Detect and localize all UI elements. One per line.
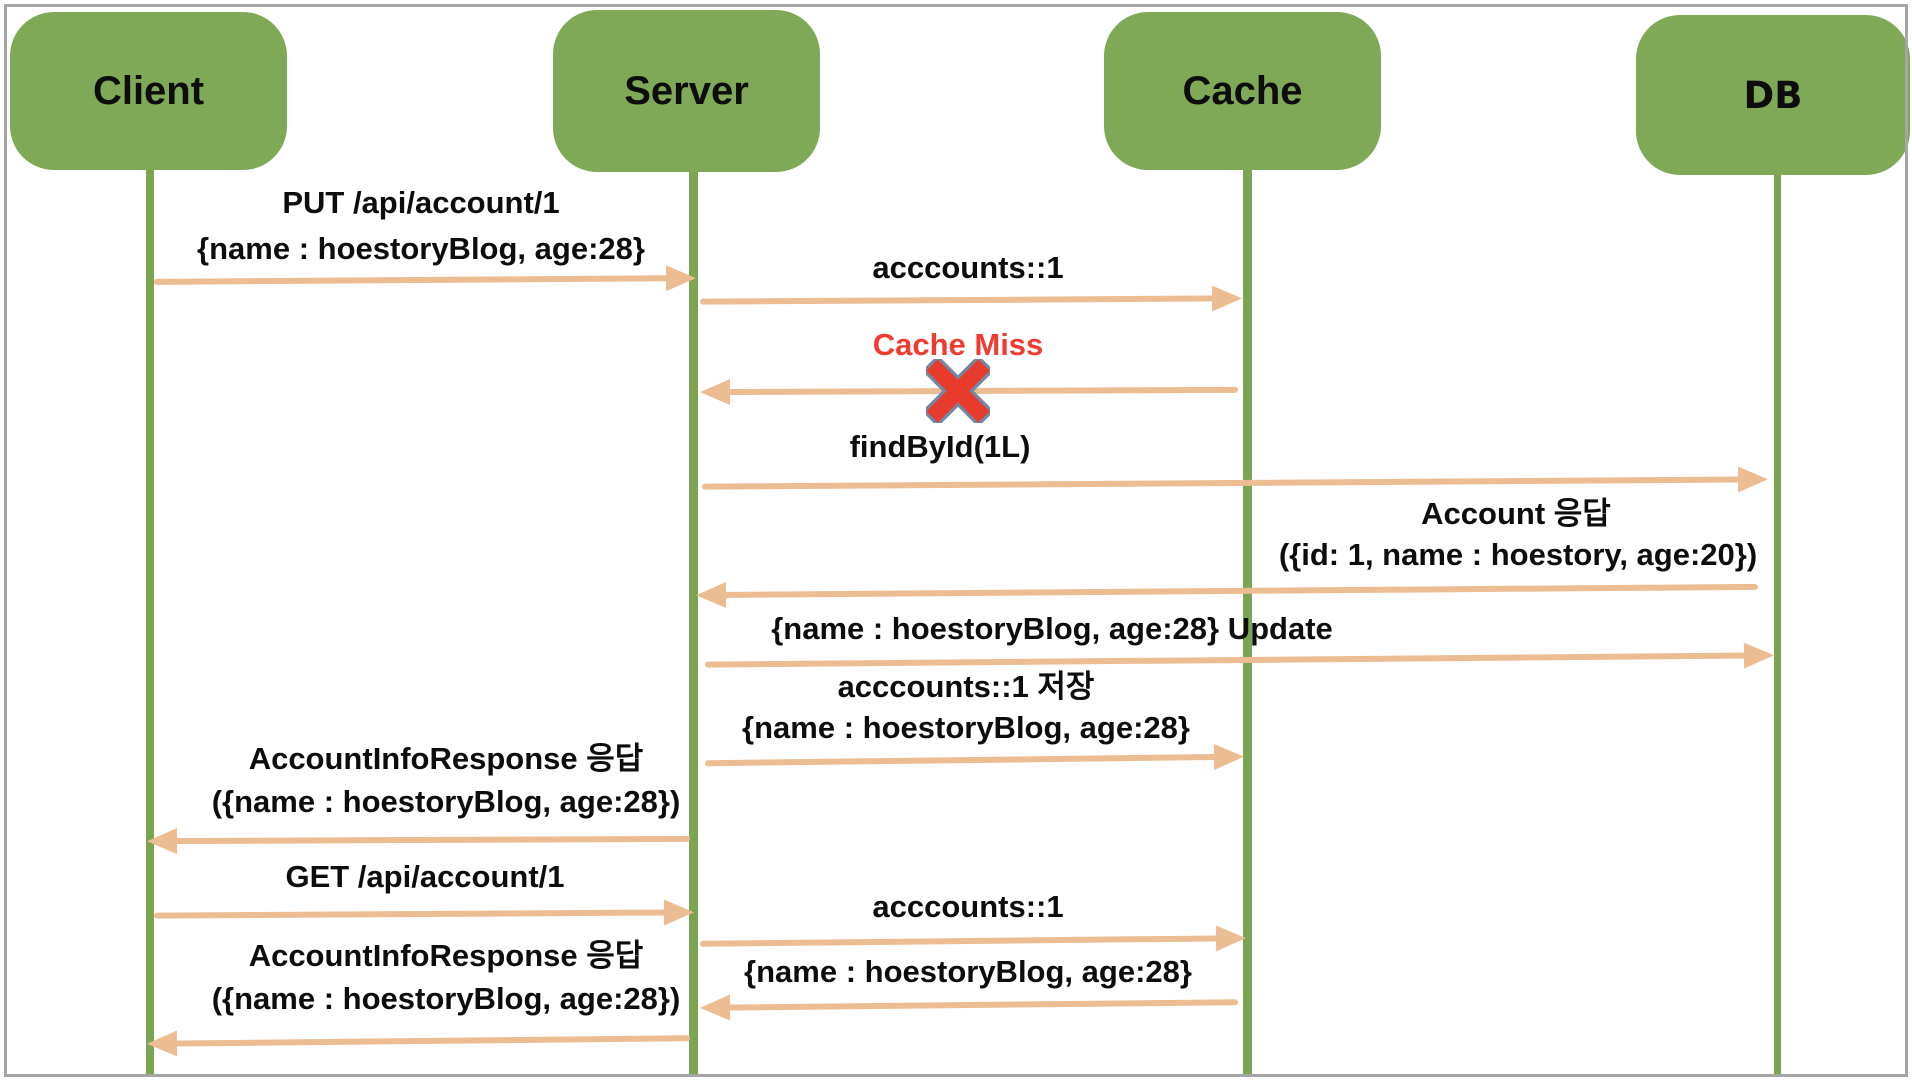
lifeline-cache xyxy=(1243,168,1252,1075)
lifeline-server xyxy=(689,170,698,1075)
message-arrow-server-to-cache xyxy=(699,295,1237,305)
actor-cache: Cache xyxy=(1104,12,1381,170)
message-label: AccountInfoResponse 응답 xyxy=(248,938,644,973)
message-label: acccounts::1 xyxy=(872,250,1064,285)
message-label: acccounts::1 xyxy=(872,889,1064,924)
message-arrow-server-to-db xyxy=(701,476,1763,490)
message-label: AccountInfoResponse 응답 xyxy=(248,741,644,776)
lifeline-db xyxy=(1774,173,1781,1075)
message-label: {name : hoestoryBlog, age:28} Update xyxy=(771,611,1333,646)
message-arrow-server-to-cache xyxy=(704,753,1239,767)
actor-server: Server xyxy=(553,10,820,172)
cache-miss-x-icon xyxy=(926,359,990,423)
message-label: ({name : hoestoryBlog, age:28}) xyxy=(211,784,681,819)
message-arrow-server-to-client xyxy=(152,835,691,845)
message-label: {name : hoestoryBlog, age:28} xyxy=(197,231,645,266)
message-label: GET /api/account/1 xyxy=(285,859,565,894)
message-label: Account 응답 xyxy=(1421,496,1611,531)
actor-db-label: DB xyxy=(1743,73,1803,117)
message-label: ({id: 1, name : hoestory, age:20}) xyxy=(1278,537,1758,572)
message-arrow-client-to-server xyxy=(153,275,691,285)
actor-client: Client xyxy=(10,12,287,170)
message-label: acccounts::1 저장 xyxy=(837,669,1095,704)
message-arrow-server-to-client xyxy=(152,1035,691,1047)
message-label: PUT /api/account/1 xyxy=(282,185,560,220)
message-arrow-cache-to-server xyxy=(705,999,1239,1011)
actor-client-label: Client xyxy=(92,68,205,113)
actor-cache-label: Cache xyxy=(1182,68,1303,113)
cache-miss-label: Cache Miss xyxy=(872,327,1044,362)
actor-server-label: Server xyxy=(624,68,749,113)
message-label: ({name : hoestoryBlog, age:28}) xyxy=(211,981,681,1016)
message-arrow-client-to-server xyxy=(153,909,689,919)
lifeline-client xyxy=(146,168,154,1075)
actor-db: DB xyxy=(1636,15,1910,175)
message-label: findById(1L) xyxy=(849,429,1031,464)
message-label: {name : hoestoryBlog, age:28} xyxy=(744,954,1192,989)
message-arrow-server-to-cache xyxy=(699,935,1241,947)
message-arrow-db-to-server xyxy=(701,583,1759,599)
message-label: {name : hoestoryBlog, age:28} xyxy=(742,710,1190,745)
